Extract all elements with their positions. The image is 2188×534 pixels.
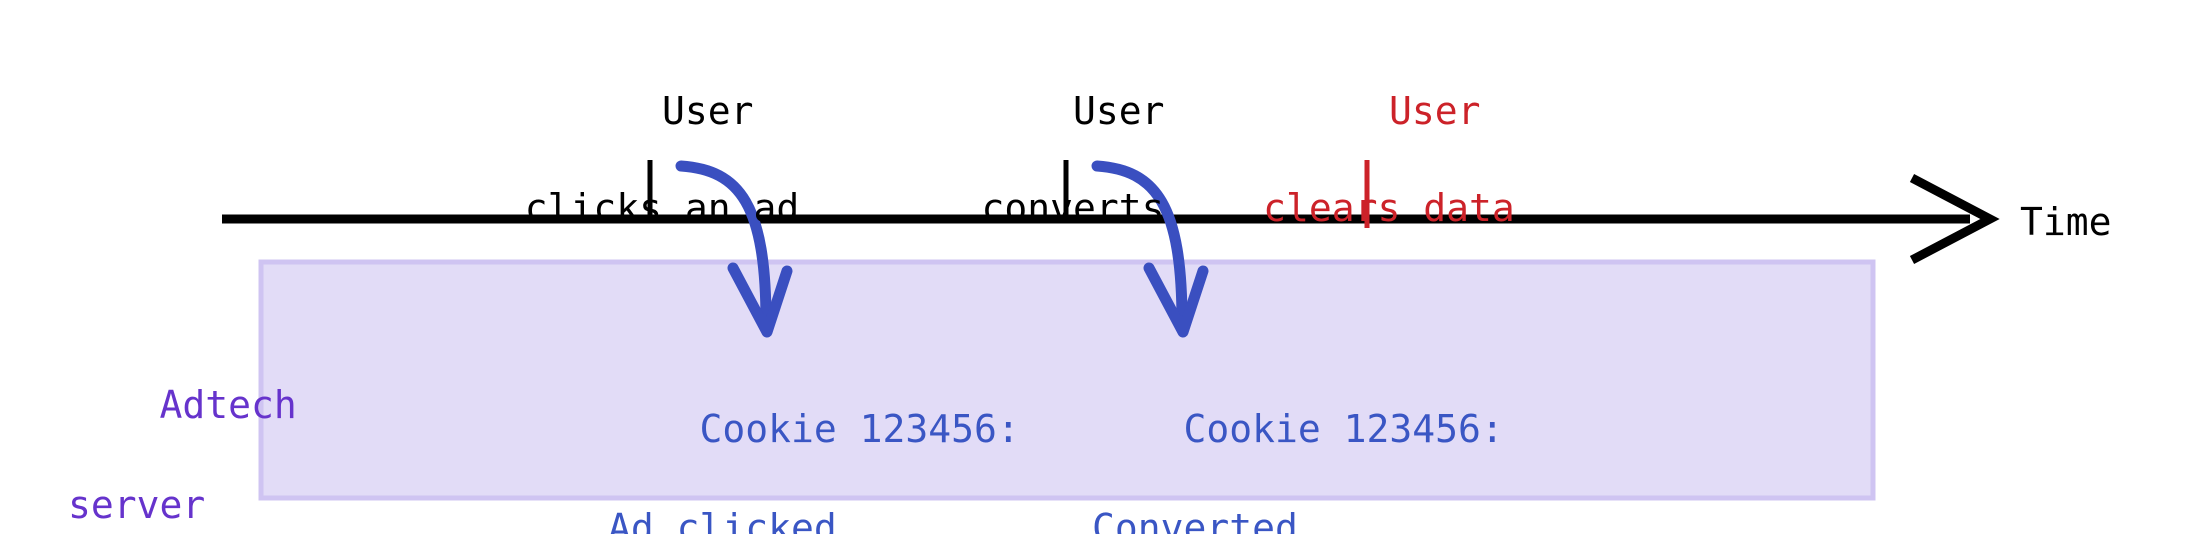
arrow-curve-ad-click	[675, 160, 772, 328]
event-label-ad-click-line2: clicks an ad	[524, 185, 800, 230]
event-label-clear-data-line1: User	[1389, 88, 1481, 133]
event-label-convert-line1: User	[1073, 88, 1165, 133]
server-log-converted: Cookie 123456: Converted	[1092, 356, 1512, 534]
timeline-arrowhead-icon	[1909, 174, 2000, 264]
arrow-head-ad-click-icon	[727, 262, 793, 338]
server-log-converted-line2: Converted	[1092, 506, 1298, 534]
event-label-ad-click-line1: User	[662, 88, 754, 133]
server-log-ad-clicked: Cookie 123456: Ad clicked	[608, 356, 1028, 534]
server-log-ad-clicked-line1: Cookie 123456:	[699, 407, 1020, 452]
arrow-curve-convert	[1091, 160, 1188, 328]
event-label-convert: User converts	[883, 38, 1263, 330]
event-label-ad-click: User clicks an ad	[422, 38, 902, 330]
event-label-clear-data: User clears data	[1179, 38, 1599, 330]
event-label-convert-line2: converts	[981, 185, 1165, 230]
server-log-ad-clicked-line2: Ad clicked	[608, 506, 837, 534]
arrow-head-convert-icon	[1143, 262, 1209, 338]
adtech-server-label-line1: Adtech	[159, 383, 297, 428]
server-log-converted-line1: Cookie 123456:	[1183, 407, 1504, 452]
adtech-server-label: Adtech server	[68, 330, 297, 534]
axis-label-time: Time	[2020, 200, 2112, 244]
adtech-server-label-line2: server	[68, 483, 206, 528]
event-label-clear-data-line2: clears data	[1263, 185, 1515, 230]
adtech-server-box	[258, 259, 1876, 501]
